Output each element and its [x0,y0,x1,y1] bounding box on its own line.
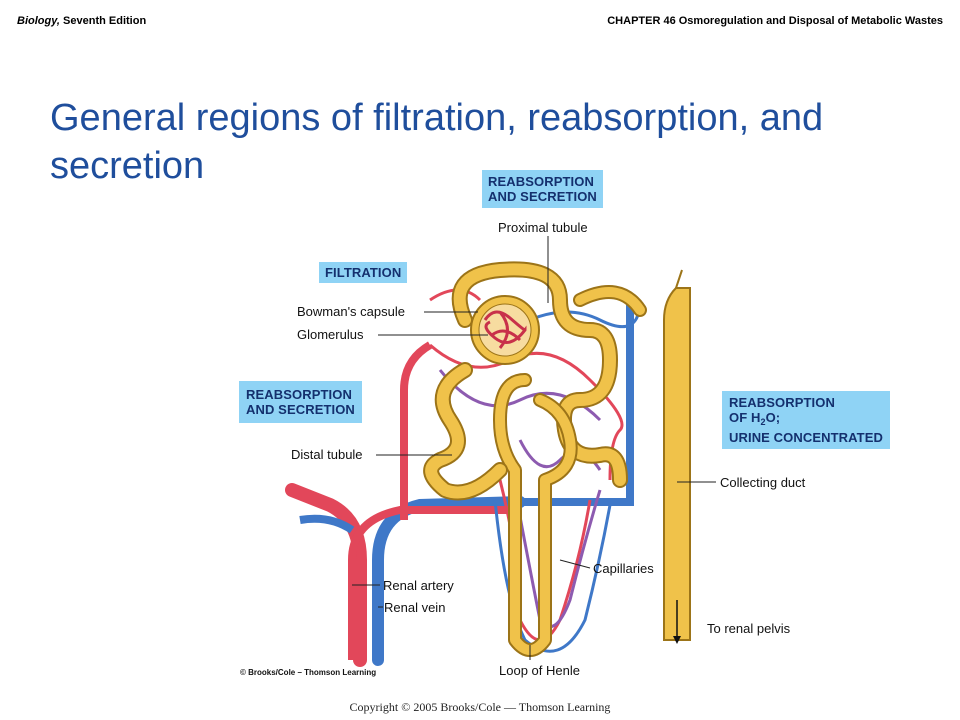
slide-title: General regions of filtration, reabsorpt… [50,97,824,187]
renal-pelvis-arrowhead [673,636,681,644]
label-renal-vein: Renal vein [384,600,446,615]
label-capillaries: Capillaries [593,561,654,576]
header-chapter: CHAPTER 46 Osmoregulation and Disposal o… [607,15,943,27]
box-text-o: O; [765,410,781,425]
label-glomerulus: Glomerulus [297,327,364,342]
box-line: AND SECRETION [488,189,597,204]
box-line: FILTRATION [325,265,402,280]
label-distal-tubule: Distal tubule [291,447,363,462]
box-line: REABSORPTION [488,174,594,189]
leader-lines [352,236,716,660]
filtration-box: FILTRATION [319,262,408,283]
label-collecting-duct: Collecting duct [720,475,806,490]
figure-credit: © Brooks/Cole – Thomson Learning [240,668,377,677]
collecting-duct [663,269,691,641]
renal-vessels [285,300,634,667]
box-line: REABSORPTION [246,387,352,402]
box-text-subscript-2: 2 [760,417,766,427]
label-to-renal-pelvis: To renal pelvis [707,621,791,636]
book-title: Biology, [17,15,60,27]
box-line: OF H2O; [729,410,883,430]
box-line: REABSORPTION [729,395,835,410]
label-renal-artery: Renal artery [383,578,454,593]
box-text-of-h: OF H [729,410,761,425]
label-bowmans-capsule: Bowman's capsule [297,304,405,319]
reabsorption-secretion-box-top: REABSORPTION AND SECRETION [482,170,603,208]
header-book-title: Biology, Seventh Edition [17,15,146,27]
label-proximal-tubule: Proximal tubule [498,220,588,235]
reabsorption-water-box: REABSORPTION OF H2O; URINE CONCENTRATED [722,391,890,449]
bowmans-capsule-glomerulus [470,295,540,365]
reabsorption-secretion-box-left: REABSORPTION AND SECRETION [239,381,362,423]
box-line: AND SECRETION [246,402,355,417]
book-edition: Seventh Edition [59,15,147,27]
copyright-footer: Copyright © 2005 Brooks/Cole — Thomson L… [349,700,611,714]
label-loop-of-henle: Loop of Henle [499,663,580,678]
box-line: URINE CONCENTRATED [729,430,883,445]
